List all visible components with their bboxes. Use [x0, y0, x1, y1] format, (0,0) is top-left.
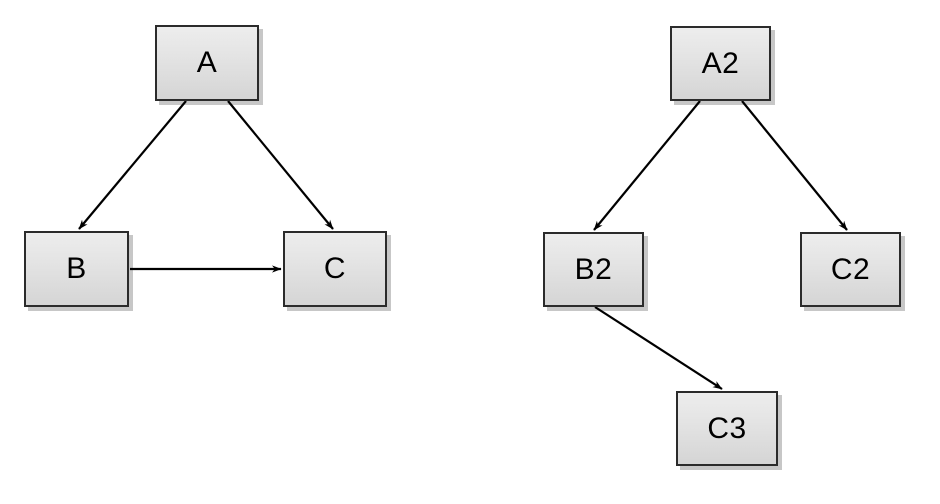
- node-label-b2: B2: [574, 252, 613, 286]
- edge-a-to-c: [227, 100, 334, 230]
- node-label-c3: C3: [707, 411, 747, 445]
- edges-group: [78, 100, 848, 390]
- node-b2[interactable]: B2: [543, 232, 644, 307]
- node-label-b: B: [66, 252, 87, 285]
- node-c2[interactable]: C2: [800, 232, 901, 307]
- node-label-a2: A2: [701, 46, 740, 80]
- node-label-c: C: [323, 252, 347, 285]
- edge-a-to-b: [78, 100, 187, 230]
- node-b[interactable]: B: [24, 231, 129, 307]
- edge-a2-to-c2: [741, 100, 848, 231]
- node-label-c2: C2: [830, 252, 871, 286]
- node-c3[interactable]: C3: [676, 391, 778, 466]
- node-c[interactable]: C: [283, 231, 387, 307]
- edge-a2-to-b2: [593, 100, 701, 231]
- node-label-a: A: [196, 46, 218, 79]
- node-a2[interactable]: A2: [670, 26, 771, 101]
- edge-b2-to-c3: [594, 306, 723, 390]
- node-a[interactable]: A: [155, 25, 259, 101]
